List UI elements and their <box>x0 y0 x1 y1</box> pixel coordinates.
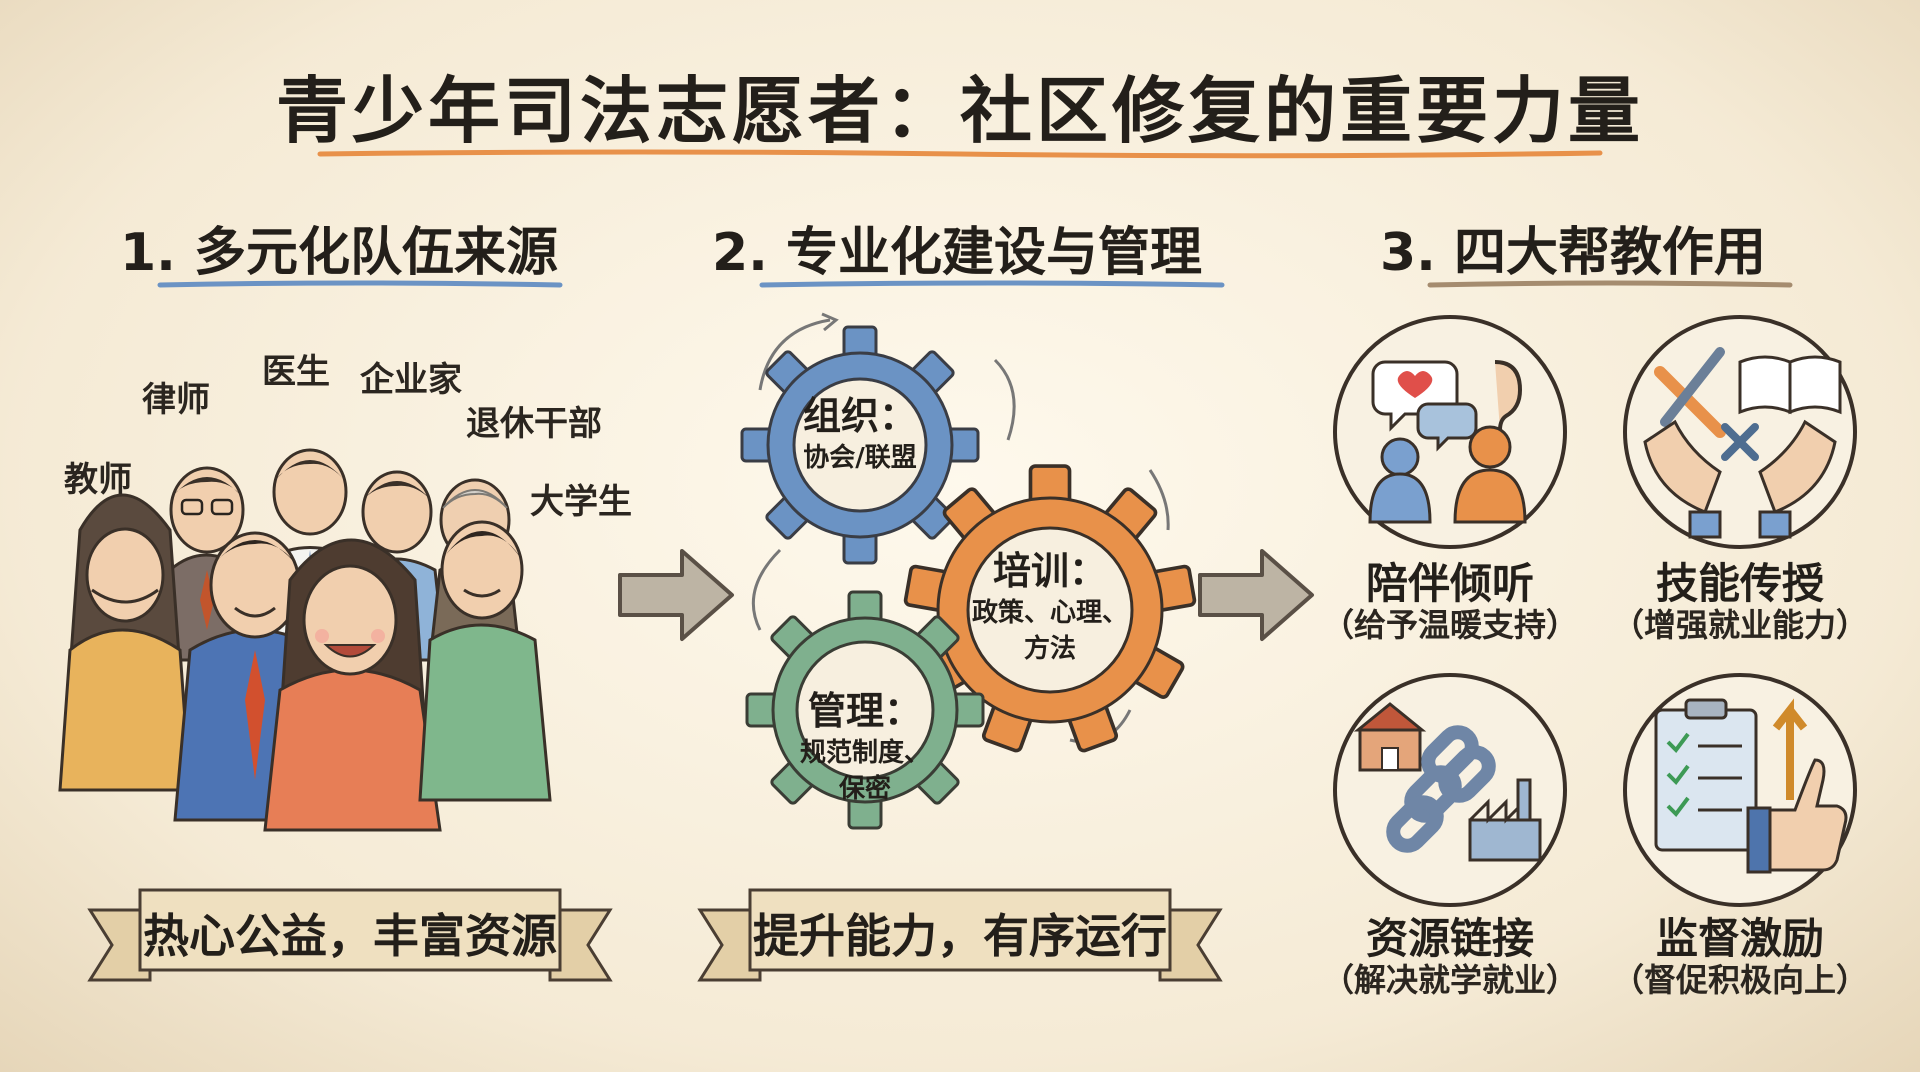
gear-training-sub-2: 方法 <box>1023 634 1076 664</box>
role-supervision-desc: （督促积极向上） <box>1611 961 1868 999</box>
page-title: 青少年司法志愿者：社区修复的重要力量 <box>275 69 1644 153</box>
gear-training-text: 培训： 政策、心理、 方法 <box>970 540 1130 667</box>
person-college-student <box>418 520 552 802</box>
role-label-teacher: 教师 <box>64 460 132 500</box>
gear-management <box>745 590 985 830</box>
chain-link-icon <box>1333 673 1567 907</box>
volunteer-group-illustration <box>58 448 552 832</box>
person-woman-smiling <box>263 538 442 832</box>
ribbon-1-text: 热心公益，丰富资源 <box>143 909 557 963</box>
gear-training-head: 培训： <box>992 549 1107 593</box>
role-resources-title: 资源链接 <box>1365 914 1534 963</box>
tools-book-hands-icon <box>1623 315 1857 549</box>
gear-management-sub-2: 保密 <box>838 774 891 804</box>
role-label-retired-cadre: 退休干部 <box>466 404 602 444</box>
gear-organization <box>740 325 980 565</box>
role-resources-desc: （解决就学就业） <box>1321 961 1578 999</box>
role-companion-desc: （给予温暖支持） <box>1321 606 1578 644</box>
gear-organization-sub: 协会/联盟 <box>803 443 917 473</box>
title-underline <box>317 149 1603 159</box>
cycle-arrow-2 <box>993 358 1016 441</box>
section-2-heading: 2. 专业化建设与管理 <box>712 223 1203 283</box>
cycle-arrow-3 <box>751 548 782 631</box>
role-skills-desc: （增强就业能力） <box>1611 606 1868 644</box>
role-label-college-student: 大学生 <box>530 482 632 522</box>
gear-management-sub-1: 规范制度、 <box>800 738 931 768</box>
gear-organization-head: 组织： <box>802 394 917 438</box>
gear-management-head: 管理： <box>807 689 922 733</box>
section-3-underline <box>1427 280 1793 288</box>
role-label-lawyer: 律师 <box>142 380 210 420</box>
role-companion-title: 陪伴倾听 <box>1365 559 1534 608</box>
role-supervision-title: 监督激励 <box>1655 914 1824 963</box>
role-label-entrepreneur: 企业家 <box>360 360 462 400</box>
ribbon-2-text: 提升能力，有序运行 <box>753 909 1167 963</box>
section-2-underline <box>759 280 1225 288</box>
role-skills-title: 技能传授 <box>1655 559 1824 608</box>
checklist-thumbs-up-icon <box>1623 673 1857 907</box>
gear-training <box>903 464 1197 754</box>
flow-arrow-2 <box>1198 549 1314 641</box>
ribbon-banner-2 <box>697 888 1223 982</box>
gear-training-sub-1: 政策、心理、 <box>971 598 1128 628</box>
gear-organization-text: 组织： 协会/联盟 <box>800 385 920 476</box>
cycle-arrow-5 <box>1148 469 1170 531</box>
section-1-underline <box>157 280 563 288</box>
gear-management-text: 管理： 规范制度、 保密 <box>800 680 930 807</box>
section-3-heading: 3. 四大帮教作用 <box>1380 223 1767 283</box>
chat-listen-icon <box>1333 315 1567 549</box>
flow-arrow-1 <box>618 549 734 641</box>
section-1-heading: 1. 多元化队伍来源 <box>120 223 559 283</box>
role-label-doctor: 医生 <box>262 352 330 392</box>
person-teacher <box>58 493 192 792</box>
gears-diagram <box>740 312 1197 830</box>
cycle-arrow-1 <box>758 318 831 391</box>
ribbon-banner-1 <box>87 888 613 982</box>
